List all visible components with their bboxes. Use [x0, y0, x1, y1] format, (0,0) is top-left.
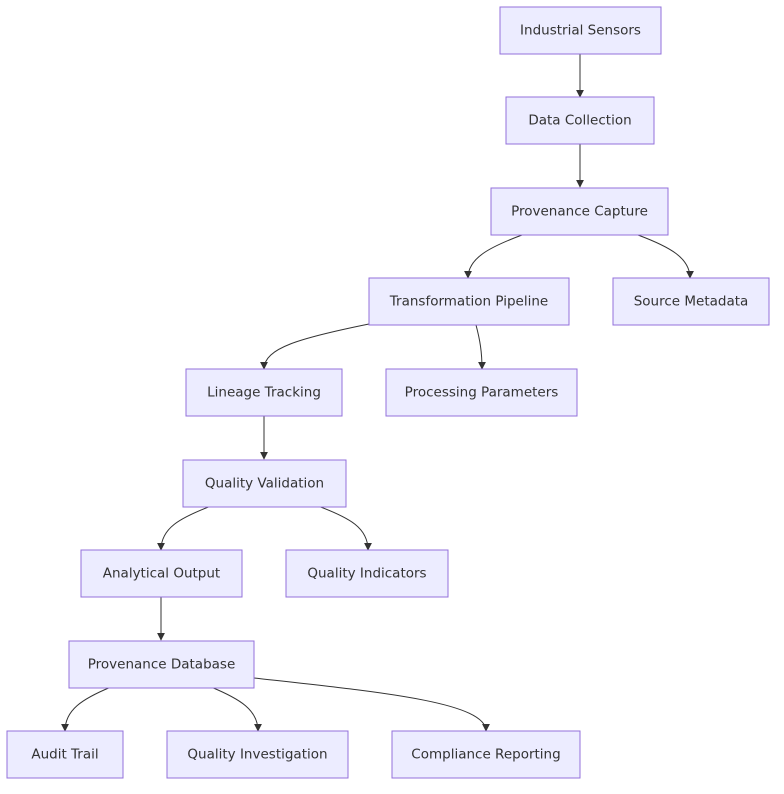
edge-provenance-database-to-audit-trail: [61, 686, 112, 732]
edge-quality-validation-to-analytical-output: [157, 505, 212, 551]
node-provenance-database[interactable]: Provenance Database: [68, 640, 255, 689]
node-label: Quality Indicators: [307, 566, 426, 582]
node-label: Transformation Pipeline: [389, 294, 548, 310]
node-label: Lineage Tracking: [207, 385, 321, 401]
node-quality-validation[interactable]: Quality Validation: [182, 459, 347, 508]
node-layer: Industrial Sensors Data Collection Prove…: [6, 6, 770, 779]
edge-quality-validation-to-quality-indicators: [317, 505, 372, 551]
node-label: Data Collection: [528, 113, 631, 129]
edge-transformation-pipeline-to-processing-parameters: [475, 324, 486, 370]
edge-provenance-database-to-compliance-reporting: [253, 677, 490, 732]
node-provenance-capture[interactable]: Provenance Capture: [490, 187, 669, 236]
node-quality-investigation[interactable]: Quality Investigation: [166, 730, 349, 779]
node-label: Source Metadata: [634, 294, 749, 310]
node-label: Audit Trail: [31, 747, 98, 763]
node-quality-indicators[interactable]: Quality Indicators: [285, 549, 449, 598]
node-data-collection[interactable]: Data Collection: [505, 96, 655, 145]
edge-provenance-capture-to-transformation-pipeline: [464, 234, 523, 279]
node-label: Quality Investigation: [187, 747, 327, 763]
edge-layer: [61, 54, 694, 732]
edge-provenance-capture-to-source-metadata: [637, 234, 694, 279]
node-label: Quality Validation: [205, 476, 324, 492]
node-source-metadata[interactable]: Source Metadata: [612, 277, 770, 326]
node-audit-trail[interactable]: Audit Trail: [6, 730, 124, 779]
node-industrial-sensors[interactable]: Industrial Sensors: [499, 6, 662, 55]
node-label: Processing Parameters: [405, 385, 559, 401]
node-label: Provenance Database: [88, 657, 236, 673]
node-label: Provenance Capture: [511, 204, 648, 220]
node-transformation-pipeline[interactable]: Transformation Pipeline: [368, 277, 570, 326]
node-analytical-output[interactable]: Analytical Output: [80, 549, 243, 598]
node-label: Analytical Output: [103, 566, 220, 582]
node-compliance-reporting[interactable]: Compliance Reporting: [391, 730, 581, 779]
node-label: Industrial Sensors: [520, 23, 641, 39]
node-label: Compliance Reporting: [411, 747, 560, 763]
node-processing-parameters[interactable]: Processing Parameters: [385, 368, 578, 417]
edge-transformation-pipeline-to-lineage-tracking: [260, 323, 370, 370]
edge-provenance-database-to-quality-investigation: [210, 686, 262, 732]
node-lineage-tracking[interactable]: Lineage Tracking: [185, 368, 343, 417]
